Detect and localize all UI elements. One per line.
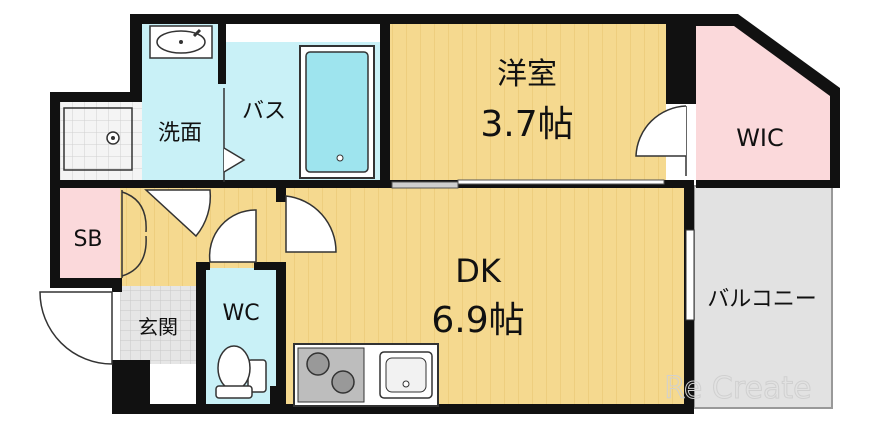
wic-label: WIC [736, 124, 784, 152]
pipe-shaft [270, 386, 284, 406]
entrance-label: 玄関 [138, 315, 178, 339]
dk-name: DK [455, 252, 502, 290]
toilet-door-icon [208, 209, 257, 263]
shoebox-floor [58, 186, 120, 280]
toilet-icon [215, 345, 267, 399]
wic-floor [696, 22, 832, 182]
bath-door-icon [223, 88, 246, 182]
washing-machine-icon [63, 107, 133, 171]
stove-burner-icon [306, 352, 330, 376]
western-room-floor [388, 22, 666, 186]
bath-label: バス [242, 99, 286, 124]
shoebox-door-icon [121, 190, 147, 278]
western-room-size: 3.7帖 [480, 104, 573, 145]
balcony-window [685, 229, 695, 321]
washbasin-icon [149, 25, 213, 59]
wic-door-icon [635, 105, 687, 176]
watermark: Re Create [664, 371, 811, 406]
washroom-door-icon [144, 189, 212, 238]
sliding-door [391, 179, 665, 189]
entrance-door-icon [39, 291, 113, 365]
western-room-name: 洋室 [497, 57, 557, 92]
balcony-label: バルコニー [707, 287, 817, 312]
kitchen-counter [293, 343, 439, 407]
entrance-floor [120, 286, 196, 364]
shoebox-label: SB [73, 227, 102, 252]
washer-area [58, 100, 142, 182]
dk-size: 6.9帖 [431, 300, 524, 341]
dk-door-icon [285, 195, 337, 253]
toilet-label: WC [222, 301, 259, 326]
washroom-label: 洗面 [158, 121, 202, 146]
stove-burner-icon [331, 370, 355, 394]
bathtub-icon [299, 45, 375, 179]
